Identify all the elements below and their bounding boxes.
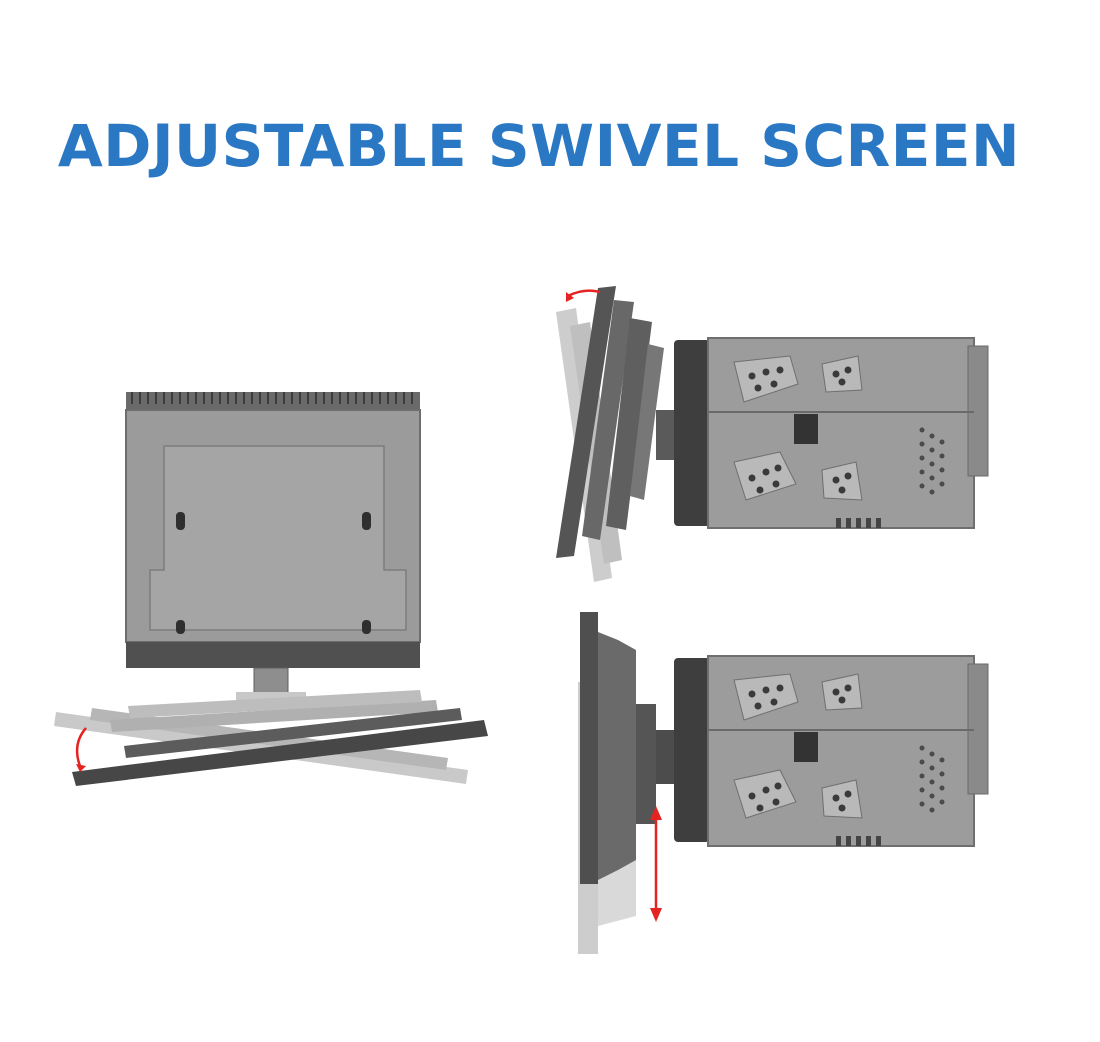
- headline: ADJUSTABLE SWIVEL SCREEN: [57, 112, 1021, 180]
- side-view-height-illustration: [578, 612, 989, 954]
- side-view-tilt-illustration: [556, 286, 989, 582]
- top-view-illustration: [54, 392, 488, 786]
